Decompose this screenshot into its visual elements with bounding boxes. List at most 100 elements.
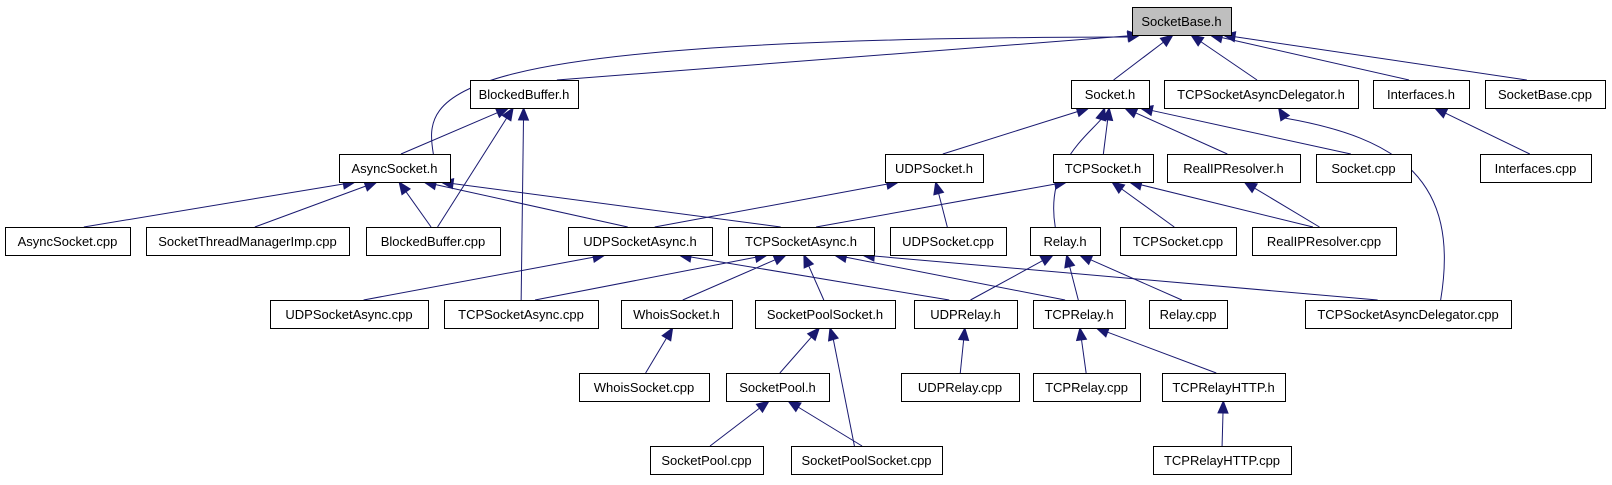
node-asyncsocket-cpp[interactable]: AsyncSocket.cpp	[5, 227, 131, 256]
edge-tcprelayhttp_h-to-tcprelay_h	[1107, 331, 1217, 374]
node-box	[901, 373, 1020, 402]
node-box	[755, 300, 896, 329]
node-box	[5, 227, 131, 256]
node-label: RealIPResolver.h	[1183, 161, 1283, 176]
node-box	[1033, 300, 1126, 329]
node-udprelay-h[interactable]: UDPRelay.h	[914, 300, 1018, 329]
edge-whoissocket_cpp-to-whoissocket_h	[645, 338, 667, 374]
node-box	[1316, 154, 1412, 183]
node-box	[890, 227, 1007, 256]
arrowhead-tcprelayhttp_h	[1217, 399, 1229, 414]
node-box	[1480, 154, 1592, 183]
edge-tcprelay_h-to-tcpsocketasync_h	[846, 256, 1066, 301]
node-label: Socket.h	[1085, 87, 1136, 102]
node-box	[1149, 300, 1228, 329]
node-label: SocketBase.cpp	[1498, 87, 1592, 102]
node-relay-h[interactable]: Relay.h	[1030, 227, 1101, 256]
node-socketthreadmanagerimp-cpp[interactable]: SocketThreadManagerImp.cpp	[146, 227, 350, 256]
node-box	[146, 227, 350, 256]
edge-socketpool_cpp-to-socketpool_h	[709, 407, 760, 447]
arrowhead-whoissocket_h	[661, 326, 674, 342]
node-label: UDPSocket.h	[895, 161, 973, 176]
node-box	[366, 227, 501, 256]
node-box	[1167, 154, 1301, 183]
arrowhead-blockedbuffer_h	[517, 106, 530, 121]
node-udpsocket-cpp[interactable]: UDPSocket.cpp	[890, 227, 1007, 256]
node-label: TCPRelayHTTP.cpp	[1164, 453, 1280, 468]
arrowhead-interfaces_h	[1433, 107, 1449, 119]
arrowhead-tcprelay_h	[1075, 326, 1088, 342]
node-socketpoolsocket-h[interactable]: SocketPoolSocket.h	[755, 300, 896, 329]
node-udpsocket-h[interactable]: UDPSocket.h	[885, 154, 984, 183]
node-tcpsocket-cpp[interactable]: TCPSocket.cpp	[1120, 227, 1237, 256]
edge-asyncsocket_cpp-to-asyncsocket_h	[83, 183, 344, 228]
node-blockedbuffer-h[interactable]: BlockedBuffer.h	[470, 80, 579, 109]
node-tcpsocketasyncdelegator-cpp[interactable]: TCPSocketAsyncDelegator.cpp	[1305, 300, 1512, 329]
edge-tcpsocketasync_h-to-tcpsocket_h	[816, 183, 1056, 228]
node-interfaces-h[interactable]: Interfaces.h	[1373, 80, 1470, 109]
node-box	[885, 154, 984, 183]
node-udpsocketasync-h[interactable]: UDPSocketAsync.h	[568, 227, 713, 256]
node-whoissocket-cpp[interactable]: WhoisSocket.cpp	[579, 373, 710, 402]
edge-tcpsocketasync_cpp-to-blockedbuffer_h	[520, 119, 524, 301]
node-label: RealIPResolver.cpp	[1267, 234, 1381, 249]
node-socketpool-cpp[interactable]: SocketPool.cpp	[650, 446, 764, 475]
node-udpsocketasync-cpp[interactable]: UDPSocketAsync.cpp	[270, 300, 429, 329]
node-socketpoolsocket-cpp[interactable]: SocketPoolSocket.cpp	[791, 446, 943, 475]
edge-socketbase_cpp-to-socketbase_h	[1234, 36, 1527, 81]
node-label: Relay.cpp	[1160, 307, 1217, 322]
node-relay-cpp[interactable]: Relay.cpp	[1149, 300, 1228, 329]
node-label: Interfaces.h	[1387, 87, 1455, 102]
node-box	[339, 154, 451, 183]
node-tcprelay-cpp[interactable]: TCPRelay.cpp	[1033, 373, 1141, 402]
arrowhead-udprelay_h	[957, 326, 970, 342]
node-socket-h[interactable]: Socket.h	[1071, 80, 1150, 109]
node-box	[728, 227, 875, 256]
node-socket-cpp[interactable]: Socket.cpp	[1316, 154, 1412, 183]
node-tcpsocket-h[interactable]: TCPSocket.h	[1053, 154, 1154, 183]
node-asyncsocket-h[interactable]: AsyncSocket.h	[339, 154, 451, 183]
edge-udpsocket_h-to-socket_h	[942, 111, 1078, 155]
edge-udprelay_h-to-udpsocketasync_h	[690, 256, 950, 301]
arrowhead-tcpsocketasync_h	[772, 254, 788, 266]
node-udprelay-cpp[interactable]: UDPRelay.cpp	[901, 373, 1020, 402]
edges	[83, 30, 1530, 447]
node-whoissocket-h[interactable]: WhoisSocket.h	[621, 300, 733, 329]
node-tcprelayhttp-cpp[interactable]: TCPRelayHTTP.cpp	[1153, 446, 1292, 475]
arrowhead-blockedbuffer_h	[501, 106, 514, 122]
node-label: SocketPoolSocket.h	[767, 307, 883, 322]
node-label: WhoisSocket.cpp	[594, 380, 694, 395]
node-tcpsocketasync-cpp[interactable]: TCPSocketAsync.cpp	[444, 300, 599, 329]
node-socketpool-h[interactable]: SocketPool.h	[726, 373, 830, 402]
edge-socketpoolsocket_cpp-to-socketpoolsocket_h	[832, 339, 855, 447]
edge-udpsocketasync_h-to-asyncsocket_h	[435, 184, 628, 228]
arrowhead-socket_h	[1095, 106, 1107, 122]
node-box	[579, 373, 710, 402]
node-socketbase-cpp[interactable]: SocketBase.cpp	[1485, 80, 1606, 109]
node-tcprelayhttp-h[interactable]: TCPRelayHTTP.h	[1162, 373, 1286, 402]
node-tcpsocketasync-h[interactable]: TCPSocketAsync.h	[728, 227, 875, 256]
node-tcpsocketasyncdelegator-h[interactable]: TCPSocketAsyncDelegator.h	[1164, 80, 1359, 109]
edge-tcpsocketasync_cpp-to-tcpsocketasync_h	[534, 256, 756, 301]
node-interfaces-cpp[interactable]: Interfaces.cpp	[1480, 154, 1592, 183]
node-label: SocketPoolSocket.cpp	[801, 453, 931, 468]
node-tcprelay-h[interactable]: TCPRelay.h	[1033, 300, 1126, 329]
arrowhead-udpsocket_h	[933, 180, 945, 196]
edge-socketthreadmanagerimp_cpp-to-asyncsocket_h	[254, 185, 366, 228]
node-realipresolver-h[interactable]: RealIPResolver.h	[1167, 154, 1301, 183]
node-box	[650, 446, 764, 475]
edge-tcpsocketasync_h-to-asyncsocket_h	[452, 183, 781, 228]
node-blockedbuffer-cpp[interactable]: BlockedBuffer.cpp	[366, 227, 501, 256]
edge-socketpoolsocket_h-to-tcpsocketasync_h	[808, 265, 825, 301]
node-box	[1252, 227, 1397, 256]
node-realipresolver-cpp[interactable]: RealIPResolver.cpp	[1252, 227, 1397, 256]
node-box	[1485, 80, 1606, 109]
arrowhead-socketpoolsocket_h	[827, 326, 840, 342]
node-socketbase-h[interactable]: SocketBase.h	[1132, 7, 1232, 36]
edge-blockedbuffer_h-to-socketbase_h	[556, 35, 1128, 81]
arrowhead-socketbase_h	[1159, 34, 1174, 48]
node-box	[1153, 446, 1292, 475]
edge-tcpsocketasyncdelegator_cpp-to-tcpsocketasyncdelegator_h	[1284, 117, 1445, 301]
node-label: TCPSocketAsyncDelegator.h	[1177, 87, 1345, 102]
